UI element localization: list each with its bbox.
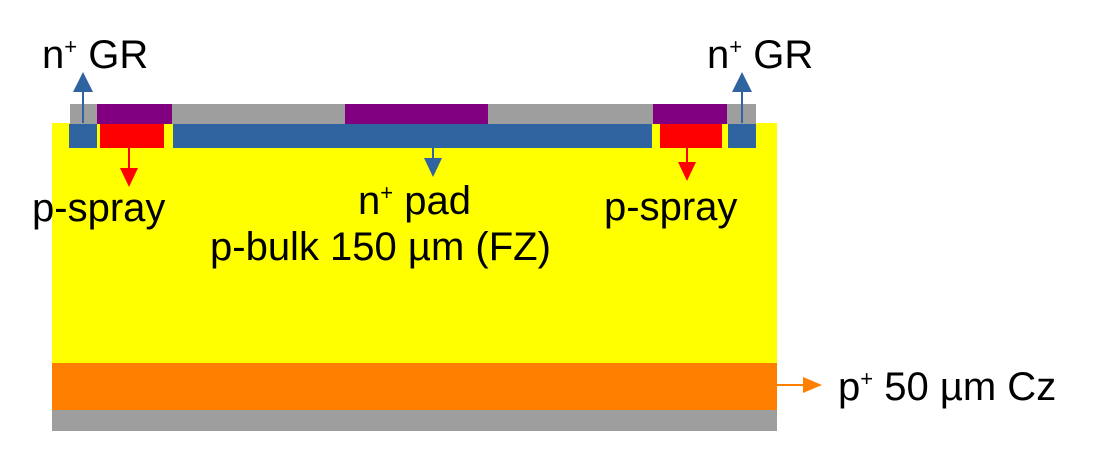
guard-ring-implant-right [728,124,756,148]
guard-ring-implant-left [69,124,97,148]
n-pad-label: n+ pad [358,179,471,223]
p-spray-implant-right [660,124,722,148]
p-plus-cz-arrow [777,377,822,393]
n-plus-pad-implant [173,124,652,148]
p-spray-left-arrow [120,148,138,187]
guard-ring-right-label: n+ GR [707,33,814,77]
metal-contact-center [345,104,488,124]
backside-metal-layer [52,410,777,431]
guard-ring-right-arrow [732,72,752,123]
n-pad-arrow [424,148,442,177]
guard-ring-left-label: n+ GR [42,33,149,77]
p-spray-right-arrow [678,148,696,181]
p-plus-cz-label: p+ 50 µm Cz [838,365,1057,409]
p-bulk-label: p-bulk 150 µm (FZ) [210,225,551,269]
p-spray-right-label: p-spray [604,185,738,229]
p-spray-implant-left [100,124,164,148]
guard-ring-left-arrow [73,72,93,123]
p-spray-left-label: p-spray [32,186,166,230]
p-bulk-layer [52,123,777,363]
metal-contact-right [653,104,727,124]
p-plus-cz-support-layer [52,363,777,410]
metal-contact-left [97,104,172,124]
